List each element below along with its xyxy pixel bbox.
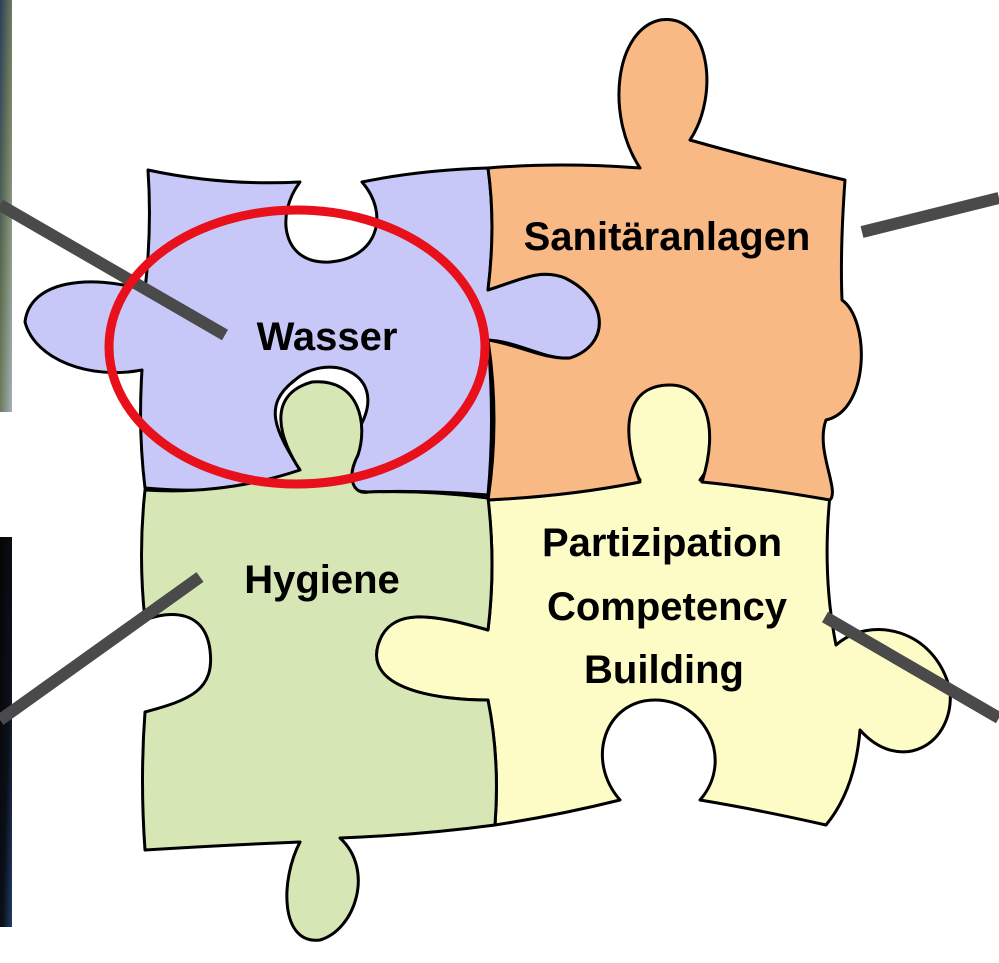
connector-line-wasser	[0, 199, 229, 341]
connector-line-sanitaer	[860, 192, 999, 238]
puzzle-piece-sanitaer	[486, 18, 863, 502]
label-building: Building	[584, 648, 744, 692]
connector-line-partizipation	[821, 611, 999, 724]
label-wasser: Wasser	[257, 315, 398, 359]
highlight-ellipse	[104, 205, 490, 489]
left-photo-bottom	[0, 537, 12, 927]
label-sanitaer: Sanitäranlagen	[524, 215, 811, 259]
label-hygiene: Hygiene	[244, 558, 400, 602]
connector-line-hygiene	[0, 572, 204, 725]
puzzle-piece-hygiene	[140, 380, 498, 942]
label-competency: Competency	[547, 585, 788, 629]
label-partizipation: Partizipation	[542, 521, 782, 565]
